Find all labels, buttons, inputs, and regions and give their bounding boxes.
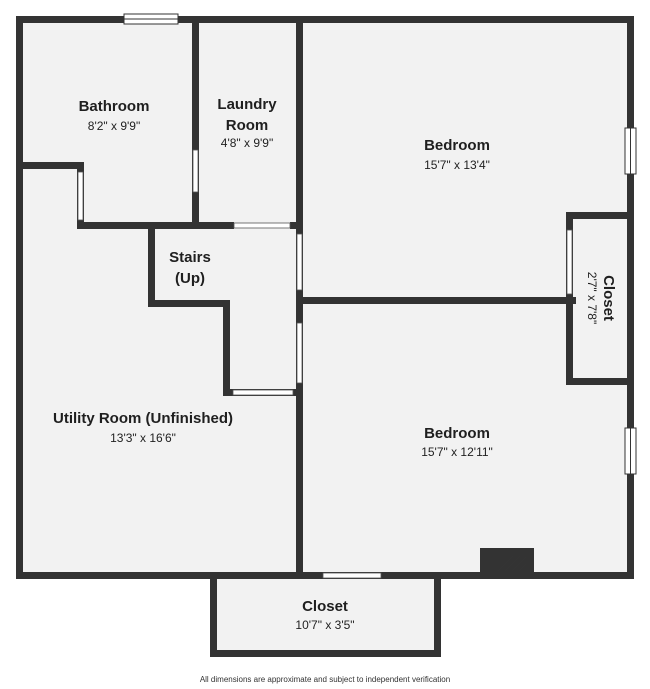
closet-right-wall-left [566, 212, 573, 385]
stairs-wall-bottom [148, 300, 230, 307]
closet-bottom-name: Closet [302, 598, 348, 615]
outer-wall-top [16, 16, 634, 23]
bathroom-dims: 8'2" x 9'9" [88, 119, 140, 133]
disclaimer-text: All dimensions are approximate and subje… [199, 675, 451, 684]
door-opening-icon [296, 322, 303, 384]
laundry-bedroom-wall [296, 16, 303, 573]
utility-name: Utility Room (Unfinished) [53, 410, 233, 427]
laundry-name-line1: Laundry [217, 96, 277, 113]
closet-bottom-floor [210, 576, 440, 656]
laundry-dims: 4'8" x 9'9" [221, 136, 273, 150]
closet-right-wall-top [566, 212, 634, 219]
door-opening-icon [192, 149, 199, 193]
stairs-name-line1: Stairs [169, 249, 211, 266]
closet-bottom-wall-right [434, 572, 441, 656]
bedroom-upper-dims: 15'7" x 13'4" [424, 158, 490, 172]
stairs-name-line2: (Up) [175, 270, 205, 287]
door-opening-icon [566, 229, 573, 295]
outer-wall-left [16, 16, 23, 579]
outer-wall-right [627, 16, 634, 579]
door-opening-icon [296, 233, 303, 291]
bathroom-wall-left-stub [16, 162, 84, 169]
closet-right-wall-bottom [566, 378, 634, 385]
bedroom-lower-name: Bedroom [424, 425, 490, 442]
door-opening-icon [322, 572, 382, 579]
fireplace-icon [480, 548, 534, 576]
closet-right-name: Closet [600, 275, 617, 321]
laundry-name-line2: Room [226, 117, 269, 134]
door-opening-icon [232, 389, 294, 396]
utility-dims: 13'3" x 16'6" [110, 431, 176, 445]
door-opening-icon [233, 222, 291, 229]
openings [77, 13, 637, 579]
bedroom-upper-name: Bedroom [424, 137, 490, 154]
bedroom-lower-dims: 15'7" x 12'11" [421, 445, 493, 459]
bathroom-wall-bottom [77, 222, 234, 229]
hall-wall-left [223, 300, 230, 395]
bathroom-laundry-wall [192, 16, 199, 228]
closet-bottom-wall-left [210, 572, 217, 656]
closet-bottom-dims: 10'7" x 3'5" [295, 618, 354, 632]
closet-right-dims: 2'7" x 7'8" [585, 272, 599, 324]
door-opening-icon [77, 171, 84, 221]
stairs-wall-left [148, 228, 155, 306]
laundry-wall-bottom [290, 222, 303, 229]
bathroom-name: Bathroom [79, 98, 150, 115]
closet-bottom-wall-bottom [210, 650, 441, 657]
bedroom-divider-wall [296, 297, 576, 304]
